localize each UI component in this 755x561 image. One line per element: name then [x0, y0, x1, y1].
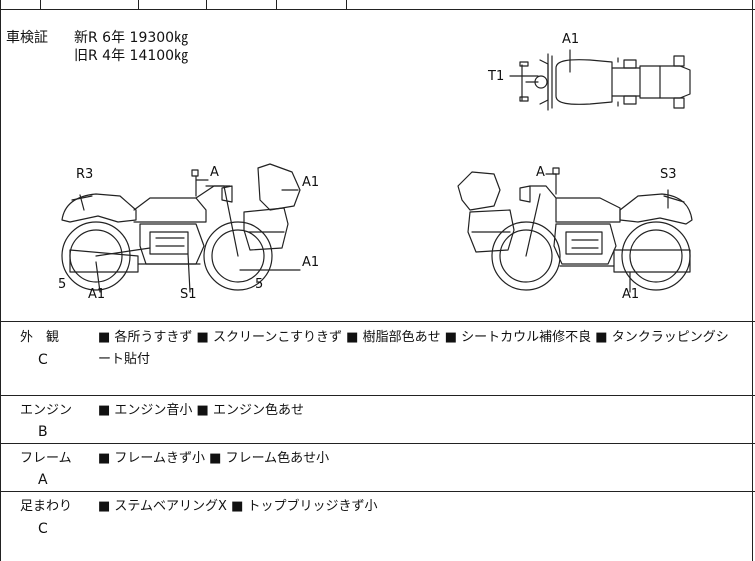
condition-items: ■ 各所うすきず ■ スクリーンこすりきず ■ 樹脂部色あせ ■ シートカウル補…	[98, 330, 729, 345]
damage-label: A1	[88, 287, 105, 302]
condition-items: ■ ステムベアリングX ■ トップブリッジきず小	[98, 499, 378, 514]
header-row-border	[0, 9, 755, 10]
header-divider	[276, 0, 277, 9]
condition-grade: C	[38, 521, 48, 537]
motorcycle-right-side	[457, 167, 693, 293]
damage-label: A1	[562, 32, 579, 47]
row-divider	[0, 443, 755, 444]
inspection-label: 車検証	[6, 30, 48, 46]
row-divider	[0, 491, 755, 492]
condition-category: エンジン	[20, 403, 73, 418]
damage-label: T1	[487, 69, 504, 84]
motorcycle-damage-diagram: A1 T1 R3 A A1 A1 5 A1 S1 5 A S3 A1	[58, 32, 693, 302]
motorcycle-top-view	[509, 49, 691, 111]
condition-items-cont: ート貼付	[98, 352, 151, 367]
damage-label: S1	[180, 287, 197, 302]
row-divider	[0, 321, 755, 322]
motorcycle-left-side	[61, 163, 301, 293]
damage-label: A1	[622, 287, 639, 302]
damage-label: A1	[302, 255, 319, 270]
condition-items: ■ エンジン音小 ■ エンジン色あせ	[98, 403, 304, 418]
header-divider	[346, 0, 347, 9]
damage-label: 5	[255, 277, 263, 292]
row-divider	[0, 395, 755, 396]
damage-label: S3	[660, 167, 677, 182]
damage-label: R3	[76, 167, 93, 182]
condition-category: 足まわり	[20, 499, 73, 514]
inspection-new: 新R 6年 19300㎏	[74, 30, 189, 46]
inspection-old: 旧R 4年 14100㎏	[74, 48, 189, 64]
condition-category: フレーム	[20, 451, 72, 466]
condition-category: 外 観	[20, 330, 60, 345]
condition-grade: B	[38, 424, 48, 440]
condition-items: ■ フレームきず小 ■ フレーム色あせ小	[98, 451, 330, 466]
header-divider	[206, 0, 207, 9]
damage-label: A1	[302, 175, 319, 190]
header-divider	[138, 0, 139, 9]
damage-label: A	[536, 165, 545, 180]
condition-grade: A	[38, 472, 48, 488]
header-divider	[40, 0, 41, 9]
damage-label: 5	[58, 277, 66, 292]
damage-label: A	[210, 165, 219, 180]
condition-grade: C	[38, 352, 48, 368]
